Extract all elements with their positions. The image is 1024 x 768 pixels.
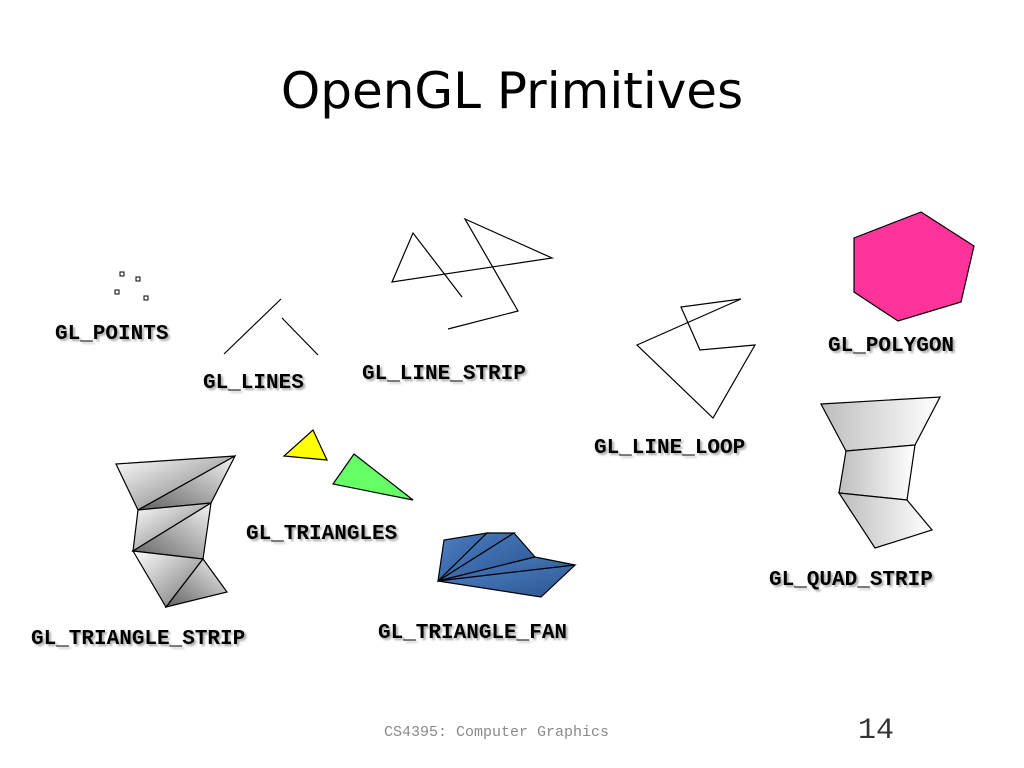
line-loop-shape — [635, 298, 757, 419]
triangle-yellow-shape — [282, 429, 328, 461]
quad-strip-shape — [820, 396, 942, 549]
label-gl-polygon: GL_POLYGON — [828, 335, 955, 358]
label-gl-line-strip: GL_LINE_STRIP — [362, 363, 526, 386]
label-gl-lines: GL_LINES — [203, 372, 304, 395]
slide-title: OpenGL Primitives — [280, 62, 744, 120]
label-gl-quad-strip: GL_QUAD_STRIP — [769, 569, 933, 592]
label-gl-triangles: GL_TRIANGLES — [246, 523, 398, 546]
line-strip-shape — [391, 217, 555, 330]
label-gl-line-loop: GL_LINE_LOOP — [594, 437, 746, 460]
page-number: 14 — [858, 714, 895, 748]
triangle-fan-shape — [437, 532, 577, 598]
label-gl-triangle-strip: GL_TRIANGLE_STRIP — [31, 628, 246, 651]
label-gl-triangle-fan: GL_TRIANGLE_FAN — [378, 622, 568, 645]
triangle-green-shape — [331, 453, 414, 501]
triangle-strip-shape — [115, 454, 237, 609]
slide-footer: CS4395: Computer Graphics — [384, 724, 610, 741]
points-shape — [114, 271, 149, 301]
polygon-shape — [853, 211, 975, 322]
lines-shape — [223, 298, 319, 356]
label-gl-points: GL_POINTS — [55, 323, 169, 346]
